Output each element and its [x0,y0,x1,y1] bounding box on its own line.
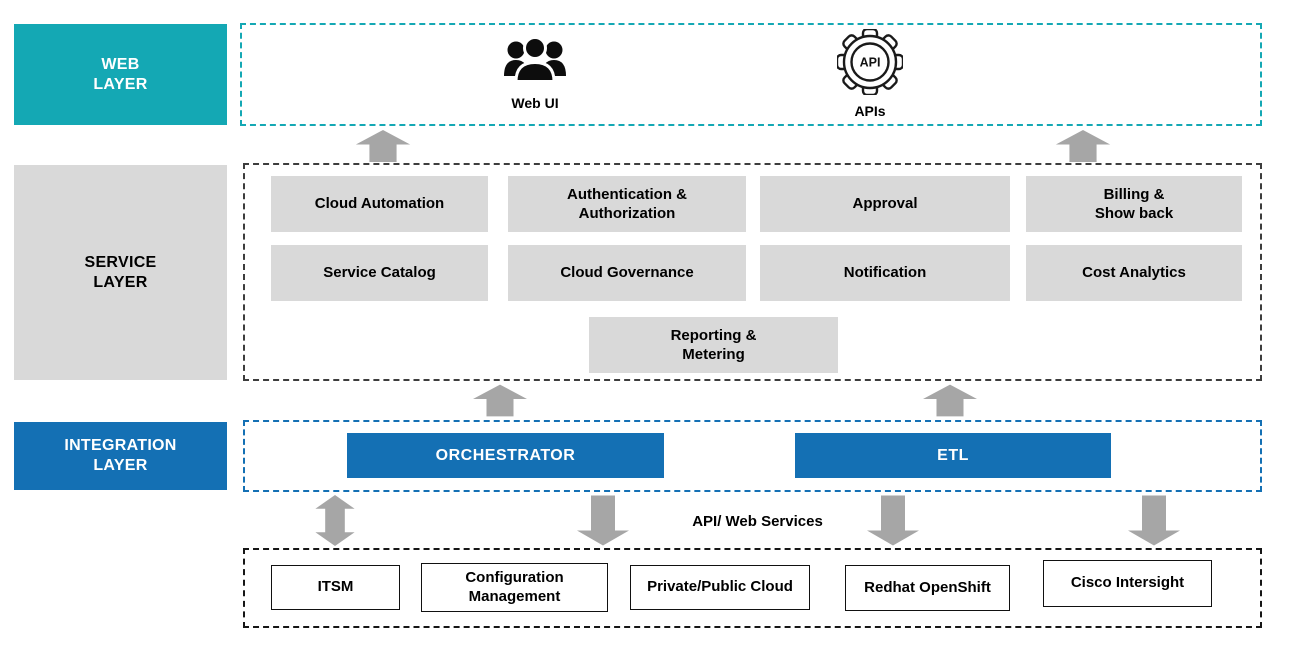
service-layer-container [243,163,1262,381]
gear-api-icon: API [835,27,905,100]
etl-box: ETL [795,433,1111,478]
arrow-up-integration-to-service-left [473,384,527,417]
external-box-private-public-cloud: Private/Public Cloud [630,565,810,610]
external-box-configuration-management: Configuration Management [421,563,608,612]
arrow-bidirectional-integration-itsm [315,495,355,546]
gear-api-icon-text: API [860,56,881,70]
arrow-down-etl-to-intersight [1128,495,1180,546]
service-box-cloud-governance: Cloud Governance [508,245,746,301]
service-box-authentication-authorization: Authentication & Authorization [508,176,746,232]
orchestrator-box: ORCHESTRATOR [347,433,664,478]
web-layer-label: WEB LAYER [14,24,227,125]
arrow-down-etl-to-openshift [867,495,919,546]
service-box-service-catalog: Service Catalog [271,245,488,301]
service-box-billing-showback: Billing & Show back [1026,176,1242,232]
service-box-reporting-metering: Reporting & Metering [589,317,838,373]
arrow-up-service-to-web-left [355,130,411,162]
service-box-cost-analytics: Cost Analytics [1026,245,1242,301]
web-ui-item: Web UI [470,34,600,111]
external-box-itsm: ITSM [271,565,400,610]
service-box-notification: Notification [760,245,1010,301]
external-systems-container [243,548,1262,628]
arrow-down-orchestrator-to-external [577,495,629,546]
apis-caption: APIs [854,103,886,119]
users-icon [503,34,567,89]
web-layer-container [240,23,1262,126]
arrow-up-service-to-web-right [1055,130,1111,162]
service-box-cloud-automation: Cloud Automation [271,176,488,232]
external-box-cisco-intersight: Cisco Intersight [1043,560,1212,607]
apis-item: API APIs [805,27,935,119]
service-layer-label: SERVICE LAYER [14,165,227,380]
arrow-up-integration-to-service-right [923,384,977,417]
api-web-services-label: API/ Web Services [692,512,823,530]
external-box-redhat-openshift: Redhat OpenShift [845,565,1010,611]
integration-layer-container [243,420,1262,492]
web-ui-caption: Web UI [511,95,559,111]
service-box-approval: Approval [760,176,1010,232]
integration-layer-label: INTEGRATION LAYER [14,422,227,490]
